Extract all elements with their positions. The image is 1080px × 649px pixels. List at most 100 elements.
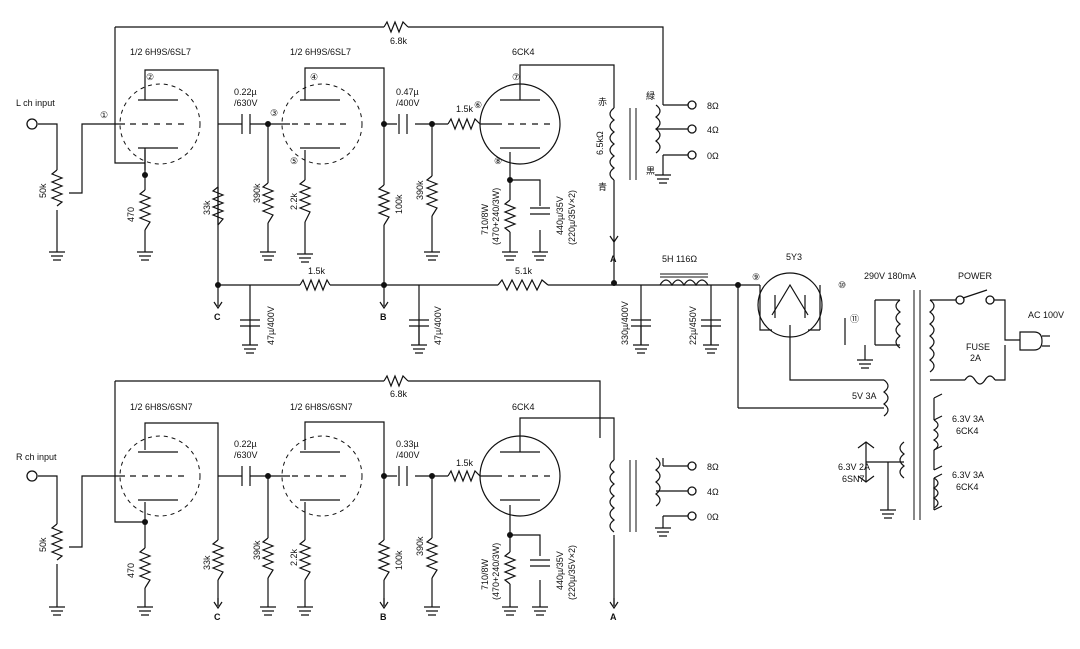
- label-r-plate1: 33k: [202, 555, 212, 570]
- label-heater-6ck4-2a: 6.3V 3A: [952, 470, 984, 480]
- label-dropper2: 5.1k: [515, 266, 533, 276]
- tube-label-r-v2: 1/2 6H8S/6SN7: [290, 402, 353, 412]
- label-r-cathode3-r-b: (470+240/3W): [491, 543, 501, 600]
- ground-symbols: [49, 174, 896, 616]
- node-label-a-right: A: [610, 612, 617, 622]
- label-r-cathode3-c-a: 440µ/35V: [555, 551, 565, 590]
- label-l-feedback: 6.8k: [390, 36, 408, 46]
- terminals: [26, 100, 697, 521]
- tube-r-v2: [281, 435, 363, 517]
- label-r-sec-4: 4Ω: [707, 487, 719, 497]
- label-r-cathode3-r-a: 710/8W: [480, 558, 490, 590]
- label-l-wire-blue: 青: [598, 181, 607, 192]
- fuse: [964, 375, 996, 385]
- label-dropper1: 1.5k: [308, 266, 326, 276]
- label-l-wire-black: 黒: [646, 166, 655, 176]
- label-l-cathode2: 2.2k: [289, 192, 299, 210]
- label-r-grid-stopper: 1.5k: [456, 458, 474, 468]
- label-r-sec-0: 0Ω: [707, 512, 719, 522]
- tube-l-v2: [281, 83, 363, 165]
- label-l-wire-red: 赤: [598, 97, 607, 107]
- right-channel-wiring: [38, 380, 688, 607]
- tube-label-rect: 5Y3: [786, 252, 802, 262]
- label-r-plate2: 100k: [394, 550, 404, 570]
- junction-dots: [142, 121, 741, 538]
- label-heater-6ck4-1a: 6.3V 3A: [952, 414, 984, 424]
- label-l-wire-green: 緑: [646, 90, 655, 101]
- node-arrows: [213, 232, 943, 610]
- labels: L ch input R ch input 1/2 6H9S/6SL7 1/2 …: [16, 36, 1064, 622]
- label-l-pot: 50k: [38, 183, 48, 198]
- label-r-grid3: 390k: [415, 536, 425, 556]
- marker-5: ⑤: [290, 156, 298, 166]
- tube-label-l-v1: 1/2 6H9S/6SL7: [130, 47, 191, 57]
- label-l-sec-8: 8Ω: [707, 101, 719, 111]
- tube-r-v1: [119, 435, 201, 517]
- tube-rectifier: [757, 272, 823, 338]
- tube-l-v1: [119, 83, 201, 170]
- output-transformers: [609, 104, 661, 533]
- tube-label-r-v3: 6CK4: [512, 402, 535, 412]
- label-l-cap1-a: 0.22µ: [234, 87, 257, 97]
- label-r-cap2-a: 0.33µ: [396, 439, 419, 449]
- label-fuse-a: FUSE: [966, 342, 990, 352]
- marker-8: ⑧: [494, 156, 502, 166]
- marker-1: ①: [100, 110, 108, 120]
- label-l-cap2-b: /400V: [396, 98, 420, 108]
- label-cap-b: 47µ/400V: [433, 306, 443, 345]
- label-r-grid2: 390k: [252, 540, 262, 560]
- r-input-terminal: [26, 470, 38, 482]
- power-supply-wiring: [738, 285, 1020, 510]
- label-r-cathode2: 2.2k: [289, 548, 299, 566]
- label-r-feedback: 6.8k: [390, 389, 408, 399]
- label-l-plate2: 100k: [394, 194, 404, 214]
- label-heater-6sn7-a: 6.3V 2A: [838, 462, 870, 472]
- label-r-cathode1: 470: [126, 563, 136, 578]
- label-l-sec-4: 4Ω: [707, 125, 719, 135]
- resistors: [50, 20, 549, 589]
- label-l-cathode3-r-b: (470+240/3W): [491, 188, 501, 245]
- label-choke: 5H 116Ω: [662, 254, 697, 264]
- tube-label-l-v3: 6CK4: [512, 47, 535, 57]
- node-label-c-left: C: [214, 312, 221, 322]
- label-r-cap2-b: /400V: [396, 450, 420, 460]
- marker-3: ③: [270, 108, 278, 118]
- label-l-cathode1: 470: [126, 207, 136, 222]
- label-heater-6sn7-b: 6SN7: [842, 474, 865, 484]
- label-l-cap2-a: 0.47µ: [396, 87, 419, 97]
- label-rect-heater: 5V 3A: [852, 391, 877, 401]
- mains-plug-icon: [1019, 331, 1050, 351]
- tube-label-l-v2: 1/2 6H9S/6SL7: [290, 47, 351, 57]
- label-l-grid-stopper: 1.5k: [456, 104, 474, 114]
- label-r-cap1-a: 0.22µ: [234, 439, 257, 449]
- label-r-pot: 50k: [38, 537, 48, 552]
- label-l-grid2: 390k: [252, 183, 262, 203]
- capacitors: [240, 114, 721, 567]
- label-l-cathode3-r-a: 710/8W: [480, 203, 490, 235]
- label-l-grid3: 390k: [415, 180, 425, 200]
- label-r-cathode3-c-b: (220µ/35V×2): [567, 545, 577, 600]
- label-r-cap1-b: /630V: [234, 450, 258, 460]
- node-label-c-right: C: [214, 612, 221, 622]
- left-channel-wiring: [38, 26, 760, 408]
- label-ht-winding: 290V 180mA: [864, 271, 916, 281]
- label-r-sec-8: 8Ω: [707, 462, 719, 472]
- marker-11: ⑪: [850, 314, 859, 324]
- label-l-cap1-b: /630V: [234, 98, 258, 108]
- label-l-sec-0: 0Ω: [707, 151, 719, 161]
- marker-7: ⑦: [512, 72, 520, 82]
- power-switch: [955, 289, 995, 305]
- label-l-plate1: 33k: [202, 200, 212, 215]
- node-label-b-right: B: [380, 612, 387, 622]
- marker-2: ②: [146, 72, 154, 82]
- tube-label-r-v1: 1/2 6H8S/6SN7: [130, 402, 193, 412]
- marker-4: ④: [310, 72, 318, 82]
- label-l-cathode3-c-b: (220µ/35V×2): [567, 190, 577, 245]
- l-input-terminal: [26, 118, 38, 130]
- label-cap-a: 330µ/400V: [620, 301, 630, 345]
- label-power: POWER: [958, 271, 993, 281]
- r-input-label: R ch input: [16, 452, 57, 462]
- marker-9: ⑨: [752, 272, 760, 282]
- label-heater-6ck4-1b: 6CK4: [956, 426, 979, 436]
